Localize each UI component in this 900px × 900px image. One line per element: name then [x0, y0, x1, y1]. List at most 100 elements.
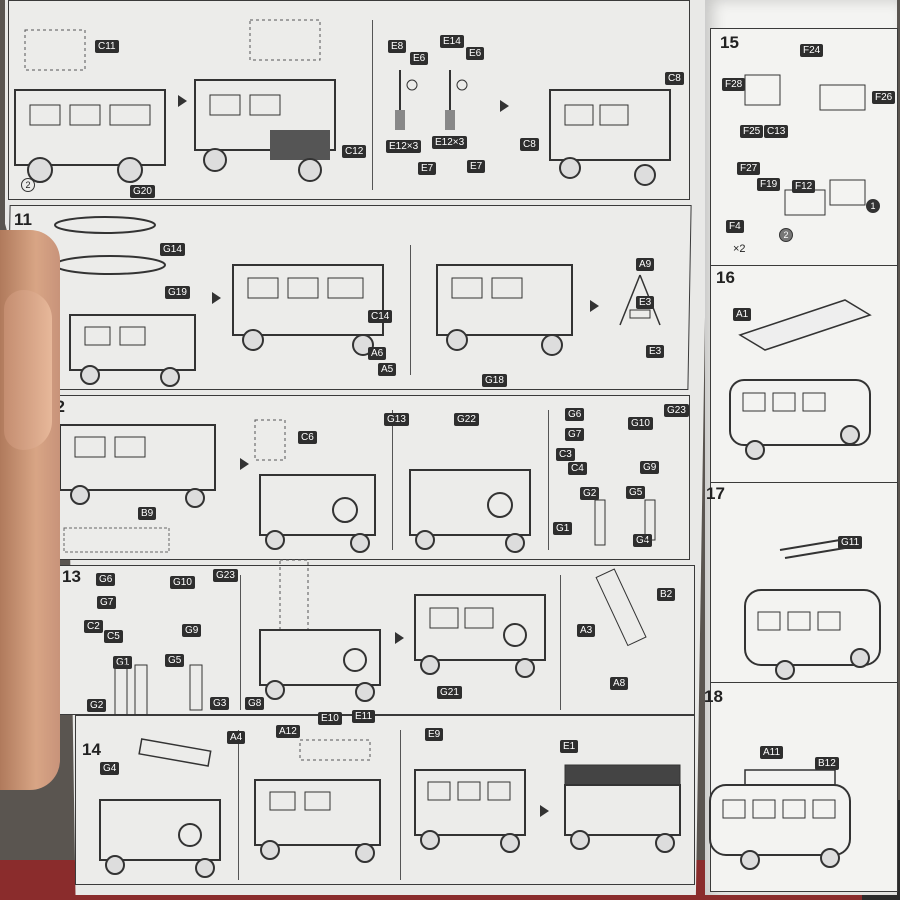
- bus-front-illustration: [254, 419, 376, 553]
- part-label: G21: [437, 686, 462, 699]
- door-parts-illustration: [594, 499, 656, 546]
- bus-assembly-illustration: [232, 264, 384, 356]
- part-label: E9: [425, 728, 444, 741]
- part-label: G20: [130, 185, 155, 198]
- part-label: E10: [318, 712, 342, 725]
- step-divider: [410, 245, 411, 375]
- part-label: G10: [170, 576, 195, 589]
- part-label: G11: [838, 536, 863, 549]
- completed-bus-illustration: [709, 769, 851, 870]
- bus-assembly-illustration: [414, 594, 546, 678]
- part-label: C14: [368, 310, 393, 323]
- part-label: E8: [388, 40, 407, 53]
- step-12-panel: [40, 395, 690, 560]
- step-number: 18: [704, 687, 723, 706]
- part-label: G4: [100, 762, 120, 775]
- step-arrow: [178, 95, 187, 107]
- quantity-label: ×2: [733, 243, 746, 255]
- bus-body-illustration: [414, 769, 526, 853]
- step-number: 17: [706, 484, 725, 503]
- part-label: E11: [352, 710, 376, 723]
- part-label: G1: [113, 656, 133, 669]
- part-label: C8: [665, 72, 684, 85]
- callout-number: 1: [866, 199, 880, 213]
- axle-parts-illustration: [395, 70, 468, 130]
- door-parts-illustration: [114, 664, 203, 716]
- step-number: 16: [716, 268, 735, 287]
- bus-assembly-illustration: [14, 29, 166, 183]
- part-label: G1: [553, 522, 573, 535]
- part-label: A8: [610, 677, 629, 690]
- part-label: E14: [440, 35, 464, 48]
- part-label: F26: [872, 91, 896, 104]
- step-number: 11: [14, 210, 32, 229]
- part-label: G3: [210, 697, 230, 710]
- part-label: A12: [276, 725, 300, 738]
- part-label: F19: [757, 178, 781, 191]
- step-divider: [548, 410, 549, 550]
- step-divider: [560, 575, 561, 710]
- bus-roof-install-illustration: [729, 299, 872, 460]
- part-label: E12×3: [386, 140, 422, 153]
- part-label: F25: [740, 125, 764, 138]
- part-label: G7: [97, 596, 117, 609]
- step-number: 13: [62, 567, 81, 586]
- part-label: G8: [245, 697, 265, 710]
- part-label: C5: [104, 630, 123, 643]
- part-label: G2: [580, 487, 600, 500]
- part-label: E7: [467, 160, 486, 173]
- part-label: A11: [760, 746, 784, 759]
- part-label: G6: [96, 573, 116, 586]
- side-panel-illustration: [63, 527, 170, 553]
- step-arrow: [212, 292, 221, 304]
- part-label: G22: [454, 413, 479, 426]
- step-divider: [238, 730, 239, 880]
- bus-door-assembly-illustration: [259, 559, 381, 702]
- thumb: [4, 290, 52, 450]
- part-label: A4: [227, 731, 246, 744]
- part-label: A5: [378, 363, 397, 376]
- part-label: E6: [410, 52, 429, 65]
- step-arrow: [540, 805, 549, 817]
- part-label: G7: [565, 428, 585, 441]
- step-divider: [240, 575, 241, 710]
- part-label: G23: [664, 404, 689, 417]
- part-label: G5: [626, 486, 646, 499]
- bus-roof-frame-illustration: [54, 216, 196, 387]
- bus-assembly-illustration: [99, 738, 221, 878]
- step-arrow: [240, 458, 249, 470]
- roof-rack-parts-illustration: [744, 74, 866, 111]
- callout-number: 2: [21, 178, 35, 192]
- step-divider: [392, 410, 393, 550]
- part-label: E3: [636, 296, 655, 309]
- bus-front-illustration: [409, 469, 531, 553]
- part-label: C3: [556, 448, 575, 461]
- part-label: C11: [95, 40, 119, 53]
- part-label: A1: [733, 308, 752, 321]
- bus-assembly-illustration: [59, 424, 216, 508]
- part-label: A6: [368, 347, 387, 360]
- bus-window-assembly-illustration: [254, 739, 381, 863]
- step-13-panel: [55, 565, 695, 715]
- window-frame-illustration: [595, 568, 647, 647]
- part-label: C13: [764, 125, 789, 138]
- step-divider: [400, 730, 401, 880]
- part-label: E6: [466, 47, 485, 60]
- part-label: A3: [577, 624, 596, 637]
- part-label: E3: [646, 345, 665, 358]
- part-label: G6: [565, 408, 585, 421]
- bus-roof-illustration: [564, 764, 681, 853]
- part-label: C6: [298, 431, 317, 444]
- bus-roof-rack-illustration: [744, 539, 881, 680]
- part-label: E7: [418, 162, 437, 175]
- part-label: C4: [568, 462, 587, 475]
- step-number: 14: [82, 740, 101, 759]
- part-label: G9: [640, 461, 660, 474]
- step-arrow: [395, 632, 404, 644]
- callout-number: 2: [779, 228, 793, 242]
- part-label: G10: [628, 417, 653, 430]
- part-label: C2: [84, 620, 103, 633]
- bus-assembly-illustration: [549, 89, 671, 186]
- part-label: A9: [636, 258, 655, 271]
- part-label: E1: [560, 740, 579, 753]
